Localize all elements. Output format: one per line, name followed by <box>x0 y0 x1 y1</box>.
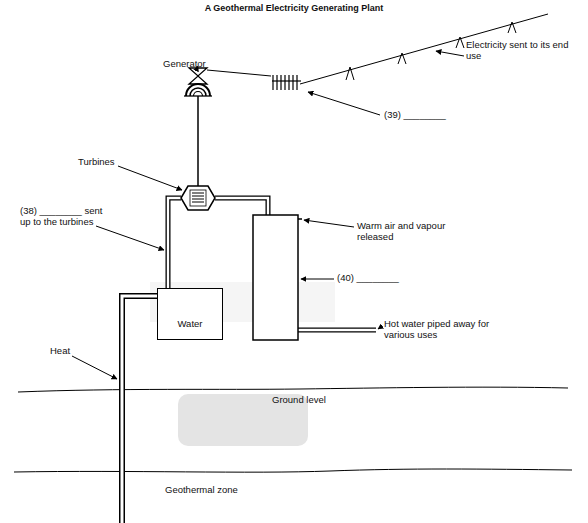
pipes <box>122 198 376 523</box>
question-label: (40) ________ <box>337 273 417 284</box>
callout-label: Heat <box>50 346 90 357</box>
wire <box>207 70 271 76</box>
callout-label: Turbines <box>78 157 138 168</box>
vent <box>298 218 302 220</box>
box-label: Water <box>158 319 222 330</box>
turbine-symbol <box>181 186 215 210</box>
generator-symbol <box>184 68 212 96</box>
question-label: (38) ________ sent up to the turbines <box>20 206 112 228</box>
transformer-symbol <box>272 75 301 90</box>
callout-label: Electricity sent to its end use <box>466 40 574 62</box>
cooling-tank <box>253 215 298 340</box>
callout-label: Hot water piped away for various uses <box>384 319 496 341</box>
zone-label: Ground level <box>272 395 352 406</box>
question-label: (39) ________ <box>384 110 464 121</box>
zone-label: Geothermal zone <box>165 485 265 496</box>
shaft <box>197 96 199 186</box>
ground-line <box>18 387 568 392</box>
diagram-title: A Geothermal Electricity Generating Plan… <box>0 3 588 13</box>
pylon-symbols <box>346 22 516 80</box>
callout-label: Warm air and vapour released <box>357 221 457 243</box>
callout-label: Generator <box>163 59 233 70</box>
water-tank-box: Water <box>157 288 223 340</box>
geothermal-boundary <box>14 469 572 472</box>
